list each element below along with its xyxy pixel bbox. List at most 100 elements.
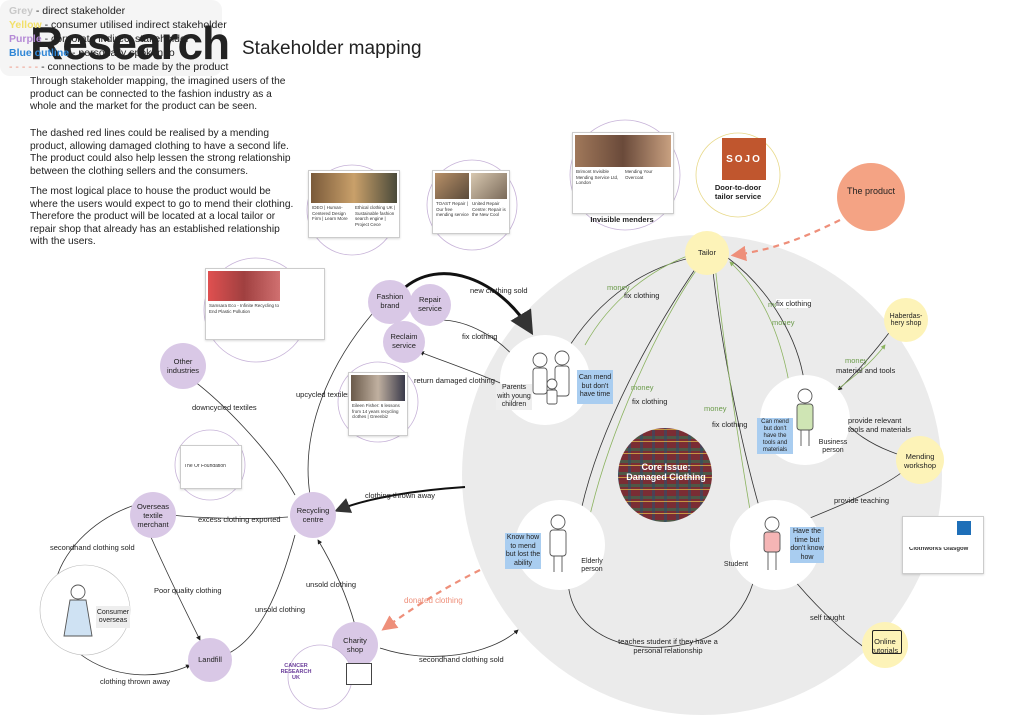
business-figure xyxy=(796,388,814,446)
label-thrown-away-lf: clothing thrown away xyxy=(100,677,171,686)
parents-label: Parents with young children xyxy=(496,384,532,410)
tailor-label: Tailor xyxy=(698,248,716,257)
label-self-taught: self taught xyxy=(810,613,845,622)
student-label: Student xyxy=(723,560,749,568)
intro-paragraph-2: The dashed red lines could be realised b… xyxy=(30,128,291,177)
intro-paragraph-1: Through stakeholder mapping, the imagine… xyxy=(30,76,286,113)
card-repair-image-1 xyxy=(435,173,469,199)
edge-thrown-away xyxy=(334,486,466,513)
label-money-4: money xyxy=(772,318,795,327)
card-repair-centre-text: United Repair Centre: Repair is the New … xyxy=(472,201,506,217)
core-issue-circle xyxy=(618,428,712,522)
card-ethical-text: Ethical clothing UK | Sustainable fashio… xyxy=(355,205,396,227)
card-clothworks-logo xyxy=(957,521,971,535)
card-ideo-text: IDEO | Human-Centered Design Firm | Lear… xyxy=(312,205,348,221)
edge-new-clothing xyxy=(400,272,534,336)
core-issue-label: Core Issue: Damaged Clothing xyxy=(626,462,706,482)
label-material-tools: material and tools xyxy=(836,366,896,375)
card-ideo-image xyxy=(311,173,397,203)
edge-return-damaged xyxy=(419,351,506,386)
card-clothworks: Clothworks Glasgow xyxy=(902,516,984,574)
repair-service-node xyxy=(409,284,451,326)
haberdashery-label: Haberdas-hery shop xyxy=(889,313,923,327)
student-note: Have the time but don't know how xyxy=(790,527,824,563)
card-menders-image xyxy=(575,135,671,167)
legend-yellow: Yellow - consumer utilised indirect stak… xyxy=(9,19,227,31)
online-tutorials-node xyxy=(862,622,908,668)
parents-note: Can mend but don't have time xyxy=(577,370,613,404)
card-samsara-image xyxy=(208,271,280,301)
landfill-label: Landfill xyxy=(198,655,222,664)
business-person-label: Business person xyxy=(818,438,848,455)
elderly-note: Know how to mend but lost the ability xyxy=(505,533,541,569)
fashion-brand-node xyxy=(368,280,412,324)
edge-downcycled xyxy=(189,377,296,496)
card-eileen-text: Eileen Fisher: 6 lessons from 14 years r… xyxy=(352,403,400,419)
legend-dashed: - - - - - - connections to be made by th… xyxy=(9,61,229,73)
card-eileen: Eileen Fisher: 6 lessons from 14 years r… xyxy=(348,372,408,436)
label-donated: donated clothing xyxy=(404,596,463,605)
card-repair-image-2 xyxy=(471,173,507,199)
legend: Grey - direct stakeholder Yellow - consu… xyxy=(0,0,228,76)
card-brimont-text: Brimont Invisible Mending Service Ltd, L… xyxy=(576,169,619,185)
charity-shop-label: Charity shop xyxy=(343,636,367,654)
edge-donated xyxy=(381,569,481,631)
mending-workshop-node xyxy=(896,436,944,484)
card-repair: TOAST Repair | Our free mending service … xyxy=(432,170,510,234)
label-provide-teaching: provide teaching xyxy=(834,496,890,505)
edge-upcycled xyxy=(307,304,381,496)
edge-tailor-student xyxy=(711,261,762,511)
label-downcycled: downcycled textiles xyxy=(192,403,257,412)
edge-unsold-2 xyxy=(317,539,356,626)
label-new-clothing-sold: new clothing sold xyxy=(470,286,528,295)
label-secondhand-sold-2: secondhand clothing sold xyxy=(419,655,504,664)
edge-excess-exported xyxy=(169,513,289,519)
page-subtitle: Stakeholder mapping xyxy=(242,38,422,59)
corporate-nodes xyxy=(130,280,451,682)
label-money-3: money xyxy=(704,404,727,413)
card-eileen-image xyxy=(351,375,405,401)
edge-poor-quality xyxy=(149,534,201,641)
reclaim-service-label: Reclaim service xyxy=(390,332,418,350)
charity-shop-icon xyxy=(346,663,372,685)
edge-money-business xyxy=(729,261,791,389)
sojo-logo: SOJO xyxy=(722,138,766,180)
label-fix-4: fix clothing xyxy=(776,299,812,308)
card-overcoat-text: Mending Your Overcoat xyxy=(625,169,653,180)
label-teaches: teaches student if they have a personal … xyxy=(618,637,718,655)
business-note: Can mend but don't have the tools and ma… xyxy=(757,418,793,454)
edge-money-parents xyxy=(584,254,691,346)
other-industries-label: Other industries xyxy=(166,357,200,375)
label-secondhand-sold-1: secondhand clothing sold xyxy=(50,543,135,552)
consumer-overseas-label: Consumer overseas xyxy=(96,606,130,628)
edge-secondhand-sold-2 xyxy=(379,629,519,657)
label-provide-tools: provide relevant tools and materials xyxy=(848,416,911,434)
card-clothworks-title: Clothworks Glasgow xyxy=(909,547,969,552)
edge-thrown-away-lf xyxy=(74,649,191,676)
card-ideo: IDEO | Human-Centered Design Firm | Lear… xyxy=(308,170,400,238)
overseas-merchant-node xyxy=(130,492,176,538)
laptop-icon xyxy=(872,630,902,654)
edge-tailor-parents xyxy=(569,257,691,346)
label-fix-1: fix clothing xyxy=(624,291,660,300)
other-industries-node xyxy=(160,343,206,389)
label-thrown-away-rc: clothing thrown away xyxy=(365,491,436,500)
parents-figure xyxy=(532,350,570,405)
label-fix-2: fix clothing xyxy=(632,397,668,406)
label-money-haberdashery: money xyxy=(845,356,868,365)
card-samsara-text: Samsara Eco - Infinite Recycling to End … xyxy=(209,303,280,314)
label-unsold-2: unsold clothing xyxy=(306,580,357,589)
label-money-1: money xyxy=(607,283,630,292)
invisible-menders-caption: Invisible menders xyxy=(590,215,654,224)
edge-money-elderly xyxy=(589,264,701,516)
mending-workshop-label: Mending workshop xyxy=(903,452,937,470)
consumer-overseas-figure xyxy=(63,584,93,637)
label-upcycled: upcycled textiles xyxy=(296,390,352,399)
intro-paragraph-3: The most logical place to house the prod… xyxy=(30,186,294,248)
product-label: The product xyxy=(846,186,896,196)
legend-grey: Grey - direct stakeholder xyxy=(9,5,126,17)
card-tohf-text: TOAST Repair | Our free mending service xyxy=(436,201,469,217)
label-fix-3: fix clothing xyxy=(712,420,748,429)
edge-teaches xyxy=(567,574,757,648)
